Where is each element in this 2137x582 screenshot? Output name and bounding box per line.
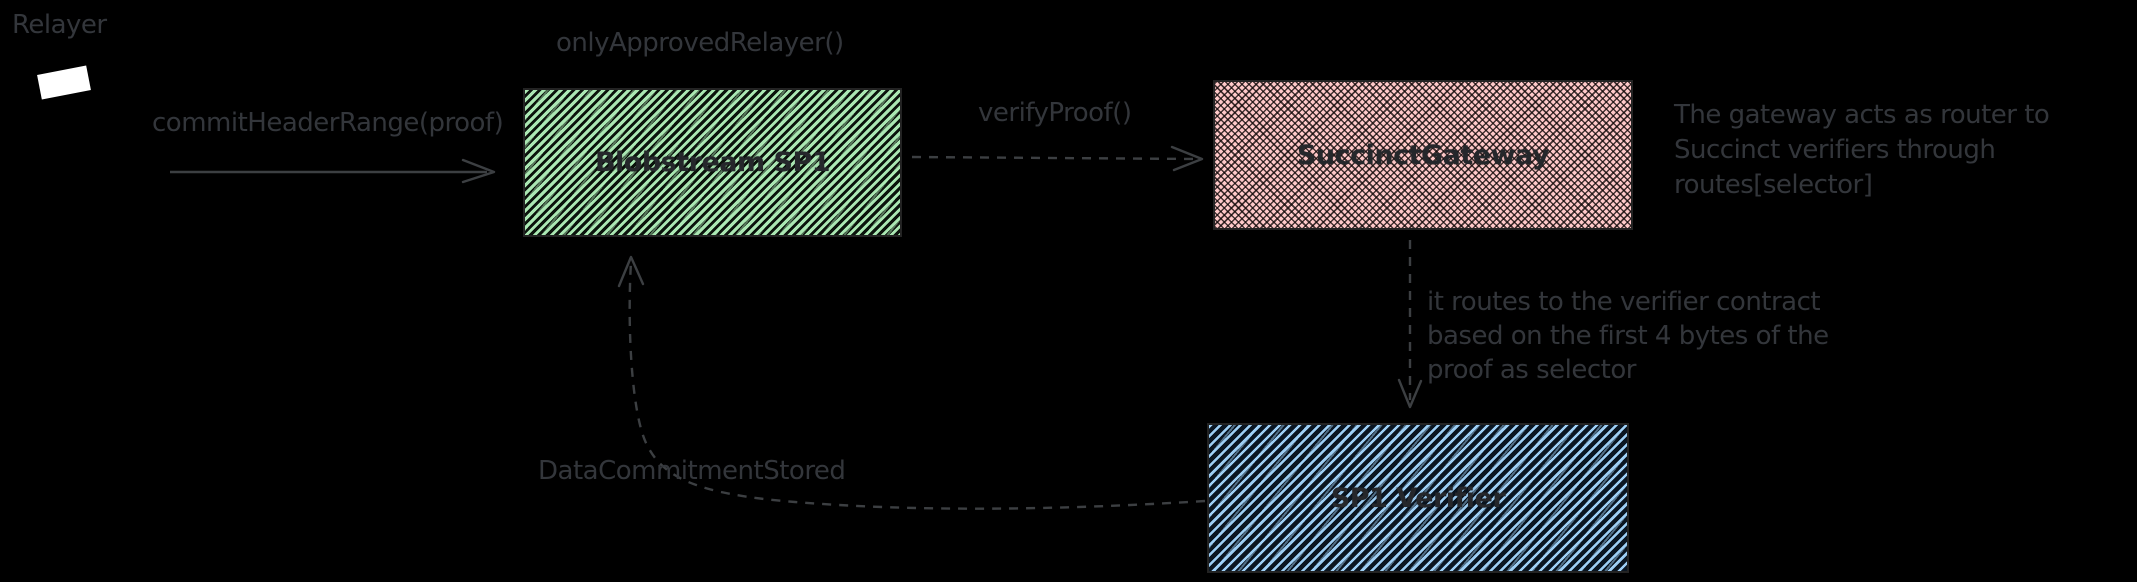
- routing-selector-note-line3: proof as selector: [1427, 355, 1636, 385]
- routing-selector-note-line1: it routes to the verifier contract: [1427, 287, 1821, 317]
- blobstream-sp1-node-label: Blobstream SP1: [594, 147, 831, 178]
- succinct-gateway-node: SuccinctGateway: [1213, 80, 1633, 230]
- relayer-shape: [37, 65, 91, 100]
- commit-header-range-arrow: [170, 158, 496, 184]
- data-commitment-stored-label: DataCommitmentStored: [538, 456, 846, 486]
- succinct-gateway-node-label: SuccinctGateway: [1296, 139, 1550, 171]
- routing-selector-note-line2: based on the first 4 bytes of the: [1427, 321, 1829, 351]
- only-approved-relayer-label: onlyApprovedRelayer(): [556, 28, 844, 58]
- gateway-to-verifier-arrow: [1397, 240, 1423, 409]
- commit-header-range-label: commitHeaderRange(proof): [152, 108, 504, 138]
- gateway-router-note-line2: Succinct verifiers through: [1674, 135, 1996, 165]
- verify-proof-label: verifyProof(): [978, 98, 1132, 128]
- gateway-router-note-line1: The gateway acts as router to: [1674, 100, 2050, 130]
- relayer-label: Relayer: [12, 10, 107, 40]
- routing-selector-note: it routes to the verifier contract based…: [1427, 285, 1829, 387]
- verify-proof-arrow: [911, 145, 1204, 172]
- gateway-router-note: The gateway acts as router to Succinct v…: [1674, 98, 2050, 203]
- gateway-router-note-line3: routes[selector]: [1674, 170, 1873, 200]
- blobstream-sp1-node: Blobstream SP1: [523, 88, 902, 237]
- sp1-verifier-node: SP1 Verifier: [1207, 423, 1629, 573]
- sp1-verifier-node-label: SP1 Verifier: [1330, 482, 1506, 514]
